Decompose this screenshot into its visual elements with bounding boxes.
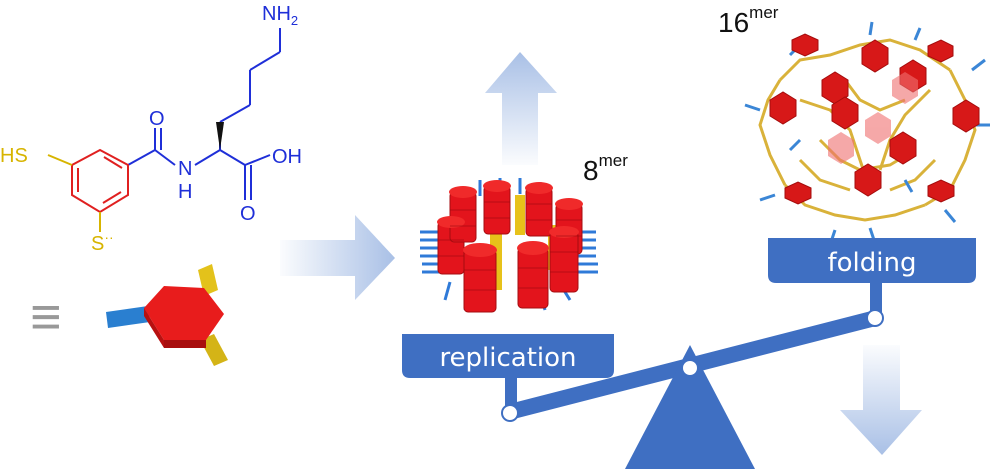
amine-label: NH2 <box>262 3 298 28</box>
equivalence-sign: ≡ <box>30 287 62 347</box>
acid-oxygen-label: O <box>240 203 256 225</box>
right-joint <box>866 309 884 327</box>
octamer-label: 8mer <box>583 151 628 186</box>
pivot-joint <box>681 359 699 377</box>
building-block-model <box>106 264 228 366</box>
benzene-ring <box>71 148 129 214</box>
folding-box: folding <box>768 238 976 283</box>
replication-label: replication <box>439 343 576 373</box>
thiol-top-label: HS <box>0 145 28 167</box>
amide-nitrogen-label: N <box>178 158 192 180</box>
acid-hydroxyl-label: OH <box>272 146 302 168</box>
up-arrow <box>485 52 557 165</box>
thiol-bottom-label: S·· <box>91 229 114 255</box>
folding-label: folding <box>828 248 917 278</box>
hexadecamer-label: 16mer <box>718 3 779 38</box>
left-joint <box>501 404 519 422</box>
amide-hydrogen-label: H <box>178 181 192 203</box>
fulcrum-triangle <box>625 345 755 469</box>
hexadecamer-structure <box>744 21 990 246</box>
wedge-bond <box>216 122 224 150</box>
seesaw <box>501 278 884 469</box>
amide-oxygen-label: O <box>149 108 165 130</box>
down-arrow <box>840 345 922 455</box>
molecule-structure: NH2 O N H OH O HS S·· <box>0 3 302 255</box>
right-arrow <box>280 215 395 300</box>
replication-box: replication <box>402 334 614 378</box>
octamer-structure <box>420 178 598 313</box>
